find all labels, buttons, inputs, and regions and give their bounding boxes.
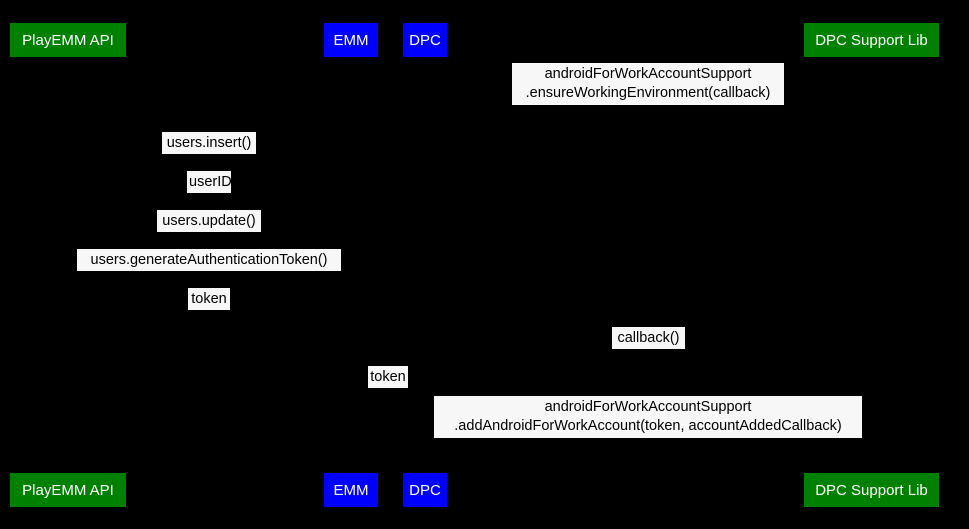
message-label-users-insert: users.insert() (162, 132, 256, 154)
message-label-ensure-working-environment: androidForWorkAccountSupport .ensureWorki… (512, 63, 784, 105)
message-label-token-forward: token (368, 366, 408, 388)
message-label-line1: token (370, 369, 406, 385)
message-label-users-update: users.update() (157, 210, 261, 232)
participant-label: DPC Support Lib (815, 481, 928, 499)
participant-playemm-api-bottom[interactable]: PlayEMM API (10, 473, 126, 507)
message-label-users-generate-authentication-token: users.generateAuthenticationToken() (77, 249, 341, 271)
message-label-line2: .addAndroidForWorkAccount(token, account… (454, 418, 842, 434)
message-label-user-id: userID (187, 171, 232, 193)
participant-label: DPC (409, 481, 441, 499)
message-label-add-android-for-work-account: androidForWorkAccountSupport .addAndroidF… (434, 396, 862, 438)
participant-dpc-support-lib[interactable]: DPC Support Lib (804, 23, 939, 57)
message-label-line1: androidForWorkAccountSupport (544, 66, 752, 82)
participant-label: EMM (333, 31, 369, 49)
participant-dpc[interactable]: DPC (403, 23, 447, 57)
participant-label: DPC Support Lib (815, 31, 928, 49)
message-label-line1: androidForWorkAccountSupport (544, 399, 752, 415)
message-label-line1: token (191, 291, 227, 307)
participant-label: PlayEMM API (22, 481, 114, 499)
participant-playemm-api[interactable]: PlayEMM API (10, 23, 126, 57)
participant-dpc-support-lib-bottom[interactable]: DPC Support Lib (804, 473, 939, 507)
message-label-callback: callback() (612, 327, 685, 349)
participant-emm-bottom[interactable]: EMM (324, 473, 378, 507)
message-label-line1: userID (189, 174, 232, 190)
message-label-token-response: token (188, 288, 230, 310)
message-label-line1: users.update() (162, 213, 256, 229)
participant-emm[interactable]: EMM (324, 23, 378, 57)
message-label-line2: .ensureWorkingEnvironment(callback) (525, 85, 771, 101)
participant-label: EMM (333, 481, 369, 499)
participant-dpc-bottom[interactable]: DPC (403, 473, 447, 507)
participant-label: DPC (409, 31, 441, 49)
message-label-line1: callback() (617, 330, 680, 346)
participant-label: PlayEMM API (22, 31, 114, 49)
message-label-line1: users.insert() (166, 135, 252, 151)
message-label-line1: users.generateAuthenticationToken() (90, 252, 328, 268)
